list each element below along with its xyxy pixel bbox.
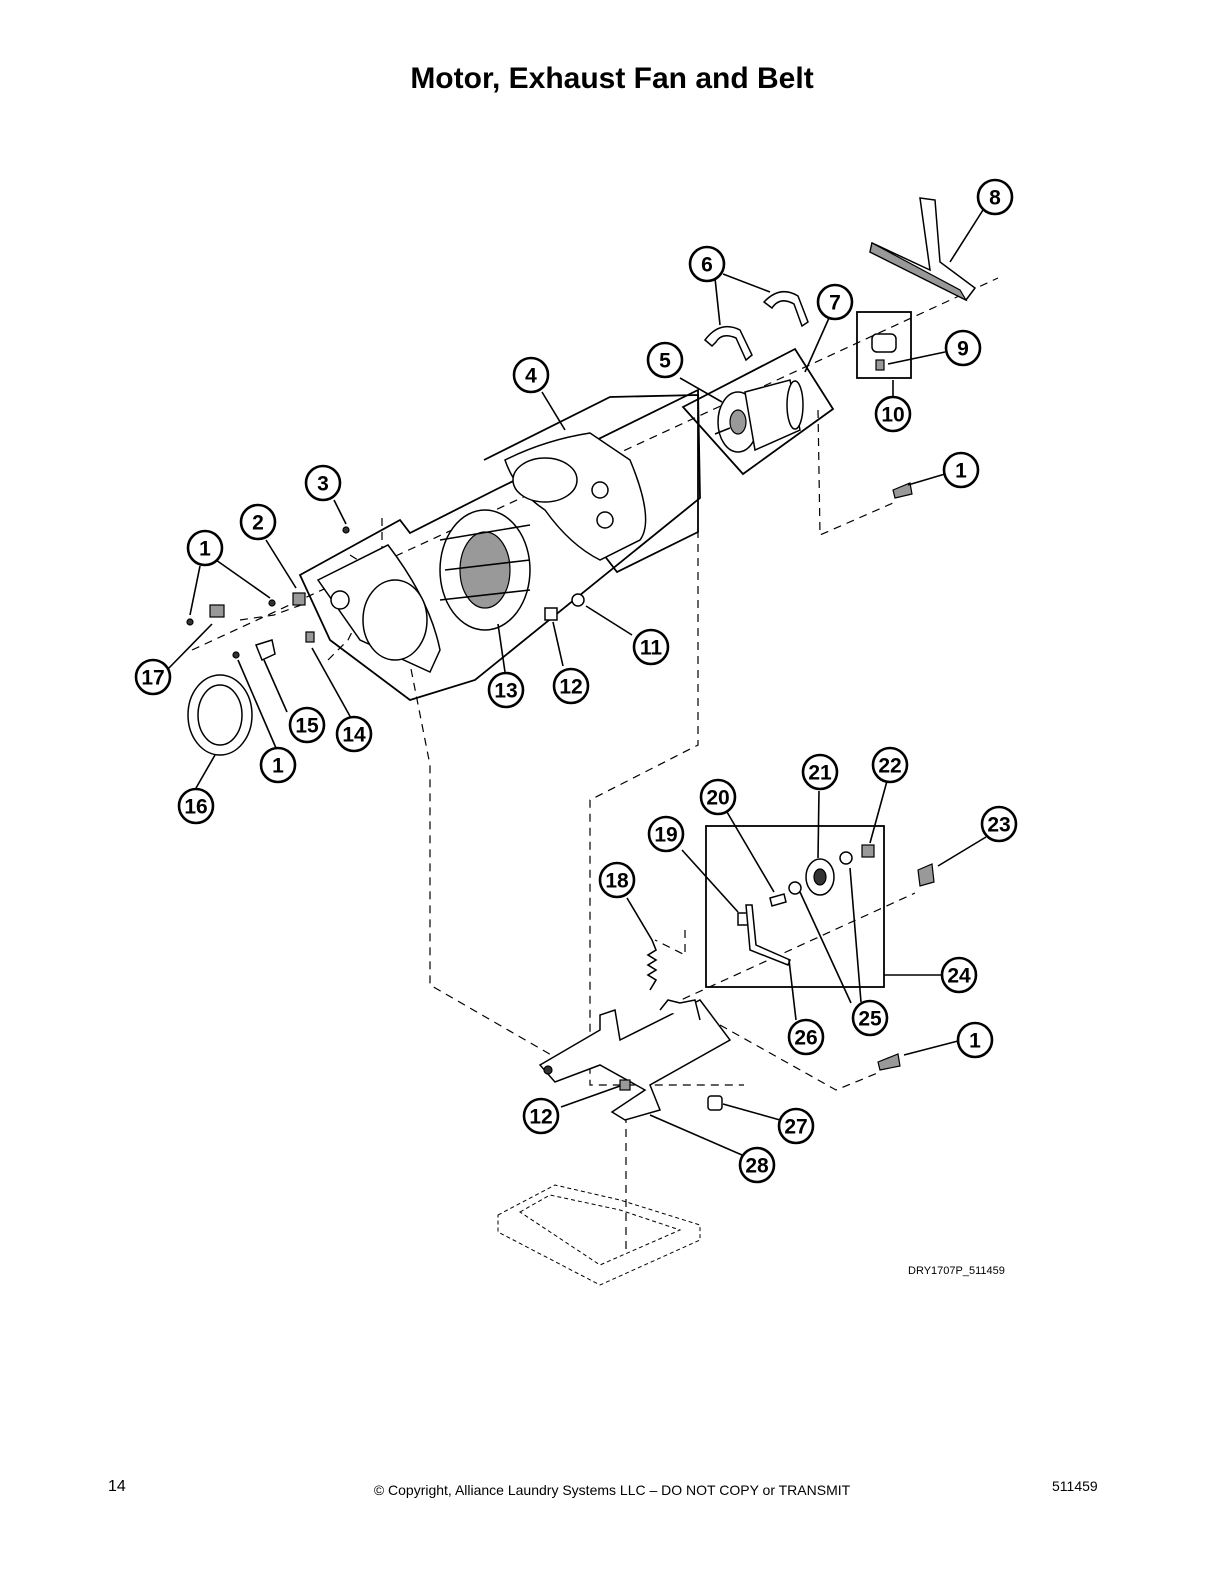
callout-9: 9 bbox=[944, 329, 982, 367]
svg-text:28: 28 bbox=[745, 1155, 769, 1178]
svg-text:27: 27 bbox=[784, 1116, 807, 1139]
svg-text:9: 9 bbox=[957, 338, 969, 361]
drive-motor-part bbox=[714, 379, 804, 453]
callout-1-base-screw: 1 bbox=[956, 1021, 994, 1059]
callout-11: 11 bbox=[632, 628, 670, 666]
callout-12-housing: 12 bbox=[552, 667, 590, 705]
svg-text:18: 18 bbox=[605, 870, 629, 893]
svg-text:4: 4 bbox=[525, 365, 537, 388]
svg-text:21: 21 bbox=[808, 762, 832, 785]
callout-12-base: 12 bbox=[522, 1097, 560, 1135]
svg-text:16: 16 bbox=[184, 796, 207, 819]
callout-8: 8 bbox=[976, 178, 1014, 216]
callout-1-housing-screw: 1 bbox=[186, 529, 224, 567]
copyright-notice: © Copyright, Alliance Laundry Systems LL… bbox=[373, 1482, 851, 1498]
svg-text:7: 7 bbox=[829, 292, 841, 315]
svg-text:10: 10 bbox=[881, 404, 904, 427]
callout-22: 22 bbox=[871, 746, 909, 784]
svg-text:1: 1 bbox=[955, 460, 967, 483]
leader-lines bbox=[166, 209, 987, 1156]
callout-17: 17 bbox=[134, 658, 172, 696]
callout-19: 19 bbox=[647, 815, 685, 853]
callout-24: 24 bbox=[940, 956, 978, 994]
coupling-group-box bbox=[856, 311, 912, 379]
svg-text:22: 22 bbox=[878, 755, 901, 778]
callout-5: 5 bbox=[646, 341, 684, 379]
callout-6: 6 bbox=[688, 245, 726, 283]
blower-housing-part bbox=[316, 544, 441, 673]
svg-text:19: 19 bbox=[654, 824, 677, 847]
svg-text:1: 1 bbox=[199, 538, 211, 561]
callout-4: 4 bbox=[512, 356, 550, 394]
blower-wheel-part bbox=[439, 509, 531, 631]
svg-text:12: 12 bbox=[529, 1106, 552, 1129]
callout-10: 10 bbox=[874, 395, 912, 433]
callout-16: 16 bbox=[177, 787, 215, 825]
svg-text:5: 5 bbox=[659, 350, 671, 373]
drawing-code: DRY1707P_511459 bbox=[908, 1265, 1005, 1277]
svg-text:1: 1 bbox=[272, 755, 284, 778]
callout-21: 21 bbox=[801, 753, 839, 791]
blower-housing-group-box bbox=[298, 388, 701, 701]
document-number: 511459 bbox=[1052, 1478, 1098, 1494]
svg-text:25: 25 bbox=[858, 1008, 882, 1031]
svg-text:13: 13 bbox=[494, 680, 517, 703]
callout-25: 25 bbox=[851, 999, 889, 1037]
motor-base-part bbox=[538, 999, 732, 1121]
svg-text:1: 1 bbox=[969, 1030, 981, 1053]
callout-27: 27 bbox=[777, 1107, 815, 1145]
callout-28: 28 bbox=[738, 1146, 776, 1184]
fan-housing-box-outline bbox=[483, 394, 699, 574]
page-title: Motor, Exhaust Fan and Belt bbox=[410, 62, 814, 95]
blower-ring-part bbox=[187, 674, 253, 756]
callout-13: 13 bbox=[487, 671, 525, 709]
callout-15: 15 bbox=[288, 706, 326, 744]
callout-14: 14 bbox=[335, 715, 373, 753]
svg-text:8: 8 bbox=[989, 187, 1001, 210]
drive-belt-part bbox=[869, 197, 977, 302]
svg-text:14: 14 bbox=[342, 724, 366, 747]
svg-text:26: 26 bbox=[794, 1027, 817, 1050]
callout-1-motor-screw: 1 bbox=[942, 451, 980, 489]
motor-mount-clamp-parts bbox=[703, 290, 809, 362]
idler-group-box bbox=[705, 825, 885, 988]
callout-26: 26 bbox=[787, 1018, 825, 1056]
svg-text:23: 23 bbox=[987, 814, 1010, 837]
motor-pulley-part bbox=[871, 333, 897, 371]
callout-18: 18 bbox=[598, 861, 636, 899]
motor-group-box bbox=[681, 347, 835, 476]
cabinet-base-reference-outline bbox=[497, 1184, 701, 1286]
svg-text:6: 6 bbox=[701, 254, 713, 277]
callout-1-ring-screw: 1 bbox=[259, 746, 297, 784]
fan-housing-part bbox=[504, 432, 647, 561]
svg-text:20: 20 bbox=[706, 787, 729, 810]
callout-3: 3 bbox=[304, 464, 342, 502]
idler-spring-part bbox=[646, 939, 658, 991]
svg-text:2: 2 bbox=[252, 512, 264, 535]
svg-text:24: 24 bbox=[947, 965, 971, 988]
svg-text:11: 11 bbox=[640, 637, 663, 660]
callout-2: 2 bbox=[239, 503, 277, 541]
svg-text:3: 3 bbox=[317, 473, 329, 496]
callout-23: 23 bbox=[980, 805, 1018, 843]
svg-text:12: 12 bbox=[559, 676, 582, 699]
idler-pulley-assembly-part bbox=[737, 844, 935, 966]
small-hardware-parts bbox=[186, 482, 913, 1071]
svg-text:17: 17 bbox=[141, 667, 164, 690]
callout-7: 7 bbox=[816, 283, 854, 321]
page-number: 14 bbox=[108, 1478, 126, 1495]
svg-text:15: 15 bbox=[295, 715, 319, 738]
callout-20: 20 bbox=[699, 778, 737, 816]
